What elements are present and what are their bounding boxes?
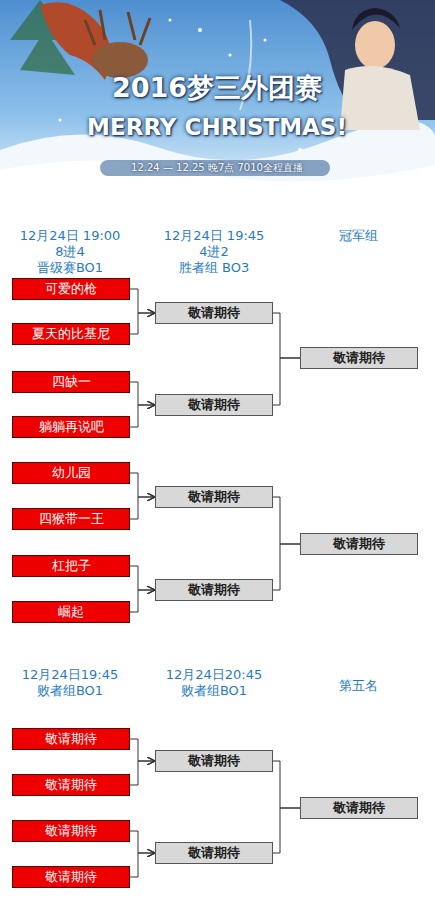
box-text: 敬请期待	[333, 351, 385, 365]
bracket-line	[130, 289, 154, 313]
pending-box: 敬请期待	[155, 394, 273, 416]
team-box: 敬请期待	[12, 866, 130, 888]
pending-box: 敬请期待	[155, 750, 273, 772]
bracket-line	[130, 382, 154, 405]
bracket-line	[273, 497, 300, 544]
pending-box: 敬请期待	[155, 842, 273, 864]
team-box: 躺躺再说吧	[12, 416, 130, 438]
bracket-line	[273, 808, 300, 853]
box-text: 敬请期待	[333, 537, 385, 551]
box-text: 躺躺再说吧	[39, 420, 104, 434]
bracket-line	[130, 739, 154, 761]
box-text: 敬请期待	[333, 801, 385, 815]
box-text: 四缺一	[52, 375, 91, 389]
team-box: 四猴带一王	[12, 508, 130, 530]
round-format: 败者组BO1	[181, 683, 247, 699]
bracket-line	[130, 313, 154, 334]
team-box: 崛起	[12, 601, 130, 623]
team-box: 幼儿园	[12, 462, 130, 484]
round-date: 12月24日19:45	[22, 667, 119, 683]
round-format: 晋级赛BO1	[37, 260, 103, 276]
bracket-line	[273, 761, 300, 808]
team-box: 四缺一	[12, 371, 130, 393]
banner-subtitle: MERRY CHRISTMAS!	[87, 114, 347, 140]
bracket-line	[273, 313, 300, 358]
bracket-line	[130, 497, 154, 519]
pending-box: 敬请期待	[155, 302, 273, 324]
box-text: 敬请期待	[45, 732, 97, 746]
round-name: 冠军组	[339, 228, 378, 244]
round-name: 4进2	[199, 244, 229, 260]
team-box: 敬请期待	[12, 820, 130, 842]
pending-box: 敬请期待	[155, 579, 273, 601]
banner-date: 12.24 — 12.25 晚7点 7010全程直播	[131, 161, 303, 175]
round-date: 12月24日 19:00	[20, 228, 121, 244]
box-text: 敬请期待	[188, 583, 240, 597]
box-text: 敬请期待	[188, 490, 240, 504]
box-text: 敬请期待	[45, 824, 97, 838]
round-name: 8进4	[55, 244, 85, 260]
pending-box: 敬请期待	[300, 347, 418, 369]
box-text: 敬请期待	[188, 754, 240, 768]
bracket-line	[130, 566, 154, 590]
box-text: 敬请期待	[45, 870, 97, 884]
round-format: 败者组BO1	[37, 683, 103, 699]
bracket-line	[130, 590, 154, 612]
round-date: 12月24日 19:45	[164, 228, 265, 244]
bracket-line	[130, 405, 154, 427]
box-text: 崛起	[58, 605, 84, 619]
round-date: 12月24日20:45	[166, 667, 263, 683]
team-box: 敬请期待	[12, 728, 130, 750]
box-text: 幼儿园	[52, 466, 91, 480]
pending-box: 敬请期待	[155, 486, 273, 508]
box-text: 敬请期待	[188, 846, 240, 860]
box-text: 四猴带一王	[39, 512, 104, 526]
bracket-line	[273, 358, 300, 405]
box-text: 可爱的枪	[45, 282, 97, 296]
bracket-line	[130, 853, 154, 877]
bracket-line	[130, 761, 154, 785]
box-text: 敬请期待	[188, 306, 240, 320]
box-text: 敬请期待	[188, 398, 240, 412]
bracket-line	[130, 473, 154, 497]
box-text: 敬请期待	[45, 778, 97, 792]
bracket-line	[273, 544, 300, 590]
pending-box: 敬请期待	[300, 797, 418, 819]
round-format: 胜者组 BO3	[179, 260, 249, 276]
banner-title: 2016梦三外团赛	[112, 70, 322, 106]
round-name: 第五名	[339, 678, 378, 694]
box-text: 杠把子	[52, 559, 91, 573]
team-box: 杠把子	[12, 555, 130, 577]
pending-box: 敬请期待	[300, 533, 418, 555]
team-box: 夏天的比基尼	[12, 323, 130, 345]
box-text: 夏天的比基尼	[32, 327, 110, 341]
bracket-line	[130, 831, 154, 853]
team-box: 敬请期待	[12, 774, 130, 796]
team-box: 可爱的枪	[12, 278, 130, 300]
